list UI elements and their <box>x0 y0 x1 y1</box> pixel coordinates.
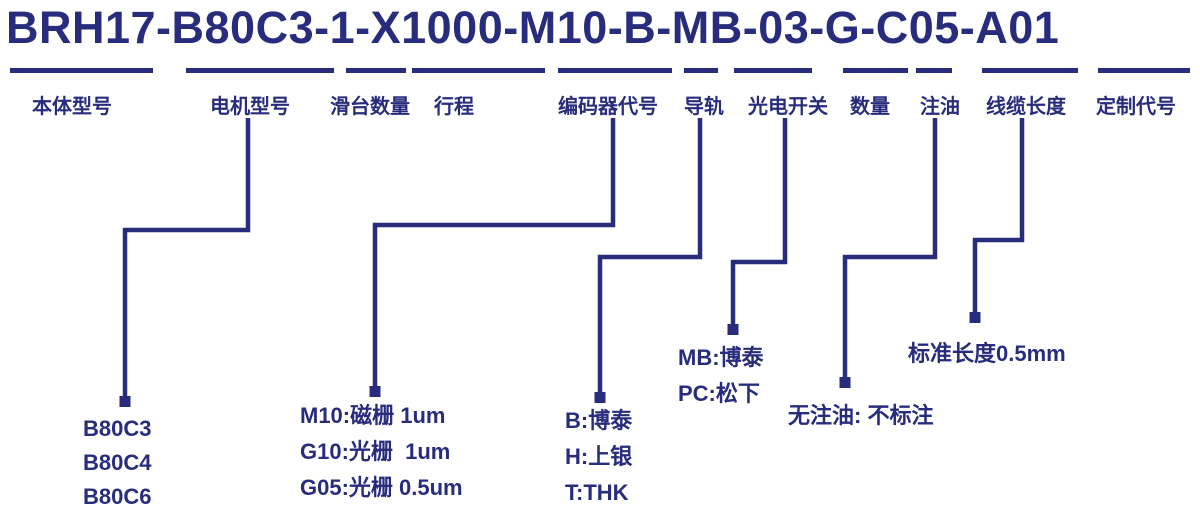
option-item: PC:松下 <box>678 381 760 406</box>
option-item: B80C6 <box>83 484 152 509</box>
underline-custom-code <box>1098 68 1190 73</box>
label-photo-switch: 光电开关 <box>748 96 828 118</box>
option-item: G05:光栅 0.5um <box>300 475 463 500</box>
option-item: T:THK <box>565 480 629 505</box>
underline-oil <box>916 68 952 73</box>
option-item: B80C4 <box>83 450 152 475</box>
label-cable-length: 线缆长度 <box>986 96 1066 118</box>
option-item: B:博泰 <box>565 408 633 433</box>
connector-motor-model-line <box>122 118 251 400</box>
model-code-title: BRH17-B80C3-1-X1000-M10-B-MB-03-G-C05-A0… <box>6 2 1060 53</box>
underline-motor-model <box>186 68 334 73</box>
underline-body-model <box>10 68 153 73</box>
connector-cable-length-dot <box>969 312 981 323</box>
connector-motor-model-dot <box>119 396 131 407</box>
label-body-model: 本体型号 <box>32 96 112 118</box>
label-custom-code: 定制代号 <box>1096 96 1176 118</box>
underline-slider-count <box>346 68 406 73</box>
connector-oil-line <box>842 118 938 381</box>
options-encoder-code: M10:磁栅 1um G10:光栅 1um G05:光栅 0.5um <box>300 398 463 506</box>
label-oil: 注油 <box>920 96 960 118</box>
underline-guide-rail <box>684 68 718 73</box>
option-item: G10:光栅 1um <box>300 439 451 464</box>
connector-guide-rail-dot <box>594 392 606 403</box>
label-guide-rail: 导轨 <box>684 96 724 118</box>
options-motor-model: B80C3 B80C4 B80C6 <box>83 412 151 514</box>
label-quantity: 数量 <box>850 96 890 118</box>
connector-photo-switch-dot <box>727 324 739 335</box>
connector-encoder-code-line <box>372 118 616 390</box>
connector-cable-length-line <box>972 118 1025 316</box>
connector-photo-switch-line <box>730 118 788 328</box>
underline-quantity <box>843 68 908 73</box>
options-oil: 无注油: 不标注 <box>788 399 933 433</box>
connector-oil-dot <box>839 377 851 388</box>
connector-guide-rail-line <box>597 118 703 396</box>
option-item: 标准长度0.5mm <box>908 341 1066 366</box>
option-item: MB:博泰 <box>678 345 764 370</box>
options-guide-rail: B:博泰 H:上银 T:THK <box>565 403 632 511</box>
label-encoder-code: 编码器代号 <box>558 96 658 118</box>
connector-encoder-code-dot <box>369 386 381 397</box>
options-cable-length: 标准长度0.5mm <box>908 337 1066 371</box>
option-item: M10:磁栅 1um <box>300 403 446 428</box>
underline-photo-switch <box>734 68 812 73</box>
label-motor-model: 电机型号 <box>210 96 290 118</box>
underline-encoder-code <box>558 68 672 73</box>
option-item: B80C3 <box>83 416 152 441</box>
option-item: H:上银 <box>565 444 633 469</box>
label-stroke: 行程 <box>434 96 474 118</box>
options-photo-switch: MB:博泰 PC:松下 <box>678 340 764 412</box>
option-item: 无注油: 不标注 <box>788 403 934 428</box>
underline-cable-length <box>982 68 1078 73</box>
underline-stroke <box>412 68 545 73</box>
label-slider-count: 滑台数量 <box>330 96 410 118</box>
